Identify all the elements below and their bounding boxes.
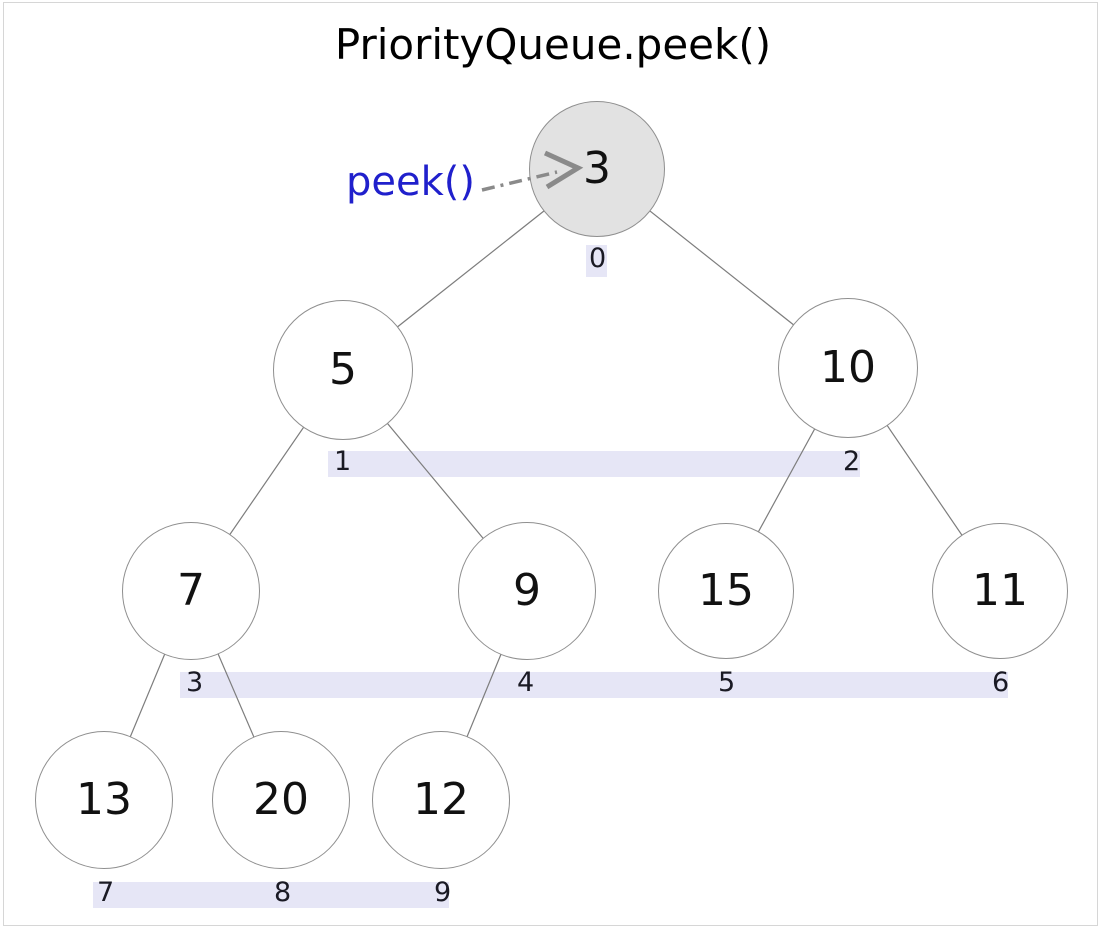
- index-band: 7 8 9: [93, 877, 452, 908]
- index-label: 8: [274, 877, 292, 908]
- tree-edge: [342, 369, 528, 592]
- index-band: 0: [586, 243, 607, 277]
- index-label: 1: [334, 446, 352, 477]
- tree-edge: [440, 590, 528, 801]
- index-label: 4: [517, 667, 535, 698]
- tree-edge: [190, 369, 344, 592]
- index-label: 3: [186, 667, 204, 698]
- peek-annotation: peek(): [346, 159, 475, 205]
- index-label: 2: [843, 446, 861, 477]
- tree-edge: [103, 590, 192, 801]
- diagram-title: PriorityQueue.peek(): [334, 20, 772, 69]
- index-label: 6: [992, 667, 1010, 698]
- tree-edge: [596, 168, 849, 369]
- tree-edge: [847, 367, 1001, 592]
- index-band: 3 4 5 6: [180, 667, 1010, 698]
- index-label: 5: [718, 667, 736, 698]
- index-label: 9: [434, 877, 452, 908]
- index-label: 7: [97, 877, 115, 908]
- index-label: 0: [589, 243, 607, 274]
- tree-edge: [190, 590, 282, 801]
- tree-edge: [725, 367, 849, 592]
